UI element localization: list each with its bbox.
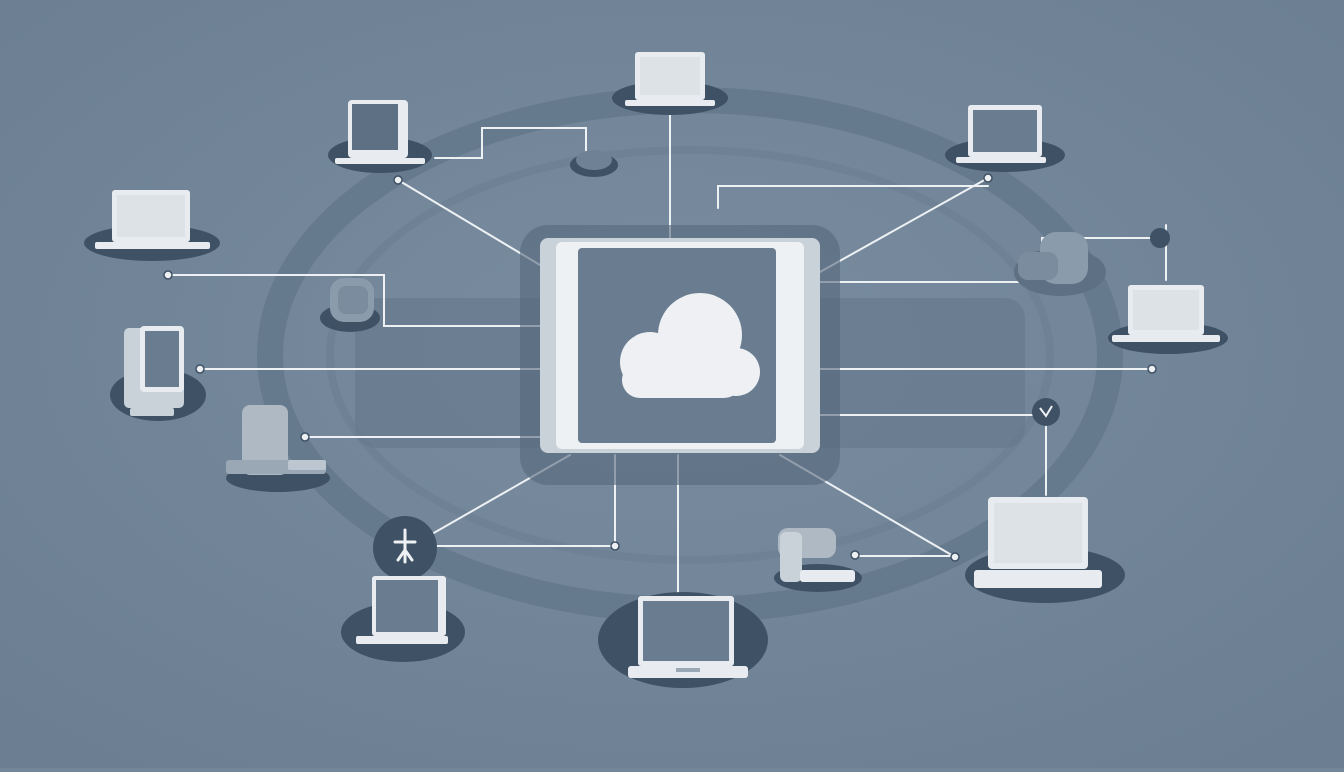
link-left-router bbox=[371, 274, 541, 327]
cloud-icon bbox=[620, 293, 760, 398]
laptop-icon bbox=[965, 497, 1125, 603]
laptop-icon bbox=[84, 190, 220, 261]
endpoint-dot bbox=[950, 552, 960, 562]
node-icon bbox=[373, 516, 437, 580]
endpoint-dot bbox=[1147, 364, 1157, 374]
node-icon bbox=[1032, 398, 1060, 426]
link-upper-left bbox=[397, 179, 541, 266]
link-upper-right-b bbox=[819, 177, 989, 273]
laptop-icon bbox=[945, 105, 1065, 172]
monitor-icon bbox=[110, 326, 206, 421]
mouse-icon bbox=[570, 150, 618, 177]
endpoint-dot bbox=[163, 270, 173, 280]
desktop-icon bbox=[226, 405, 330, 492]
endpoint-dot bbox=[850, 550, 860, 560]
endpoint-dot bbox=[195, 364, 205, 374]
inner-ring bbox=[326, 146, 1054, 564]
central-cloud-hub bbox=[520, 225, 840, 485]
laptop-icon bbox=[612, 52, 728, 115]
router-icon bbox=[774, 528, 862, 592]
router-icon bbox=[320, 278, 380, 332]
node-icon bbox=[1150, 228, 1170, 248]
monitor-icon bbox=[328, 100, 432, 173]
endpoint-dot bbox=[983, 173, 993, 183]
endpoint-dot bbox=[610, 541, 620, 551]
endpoint-dot bbox=[393, 175, 403, 185]
endpoint-dot bbox=[300, 432, 310, 442]
link-top-left-monitor bbox=[434, 127, 587, 161]
laptop-icon bbox=[598, 592, 768, 688]
laptop-icon bbox=[341, 576, 465, 662]
router-icon bbox=[1014, 232, 1106, 296]
laptop-icon bbox=[1108, 285, 1228, 354]
link-upper-right-a bbox=[717, 185, 989, 209]
